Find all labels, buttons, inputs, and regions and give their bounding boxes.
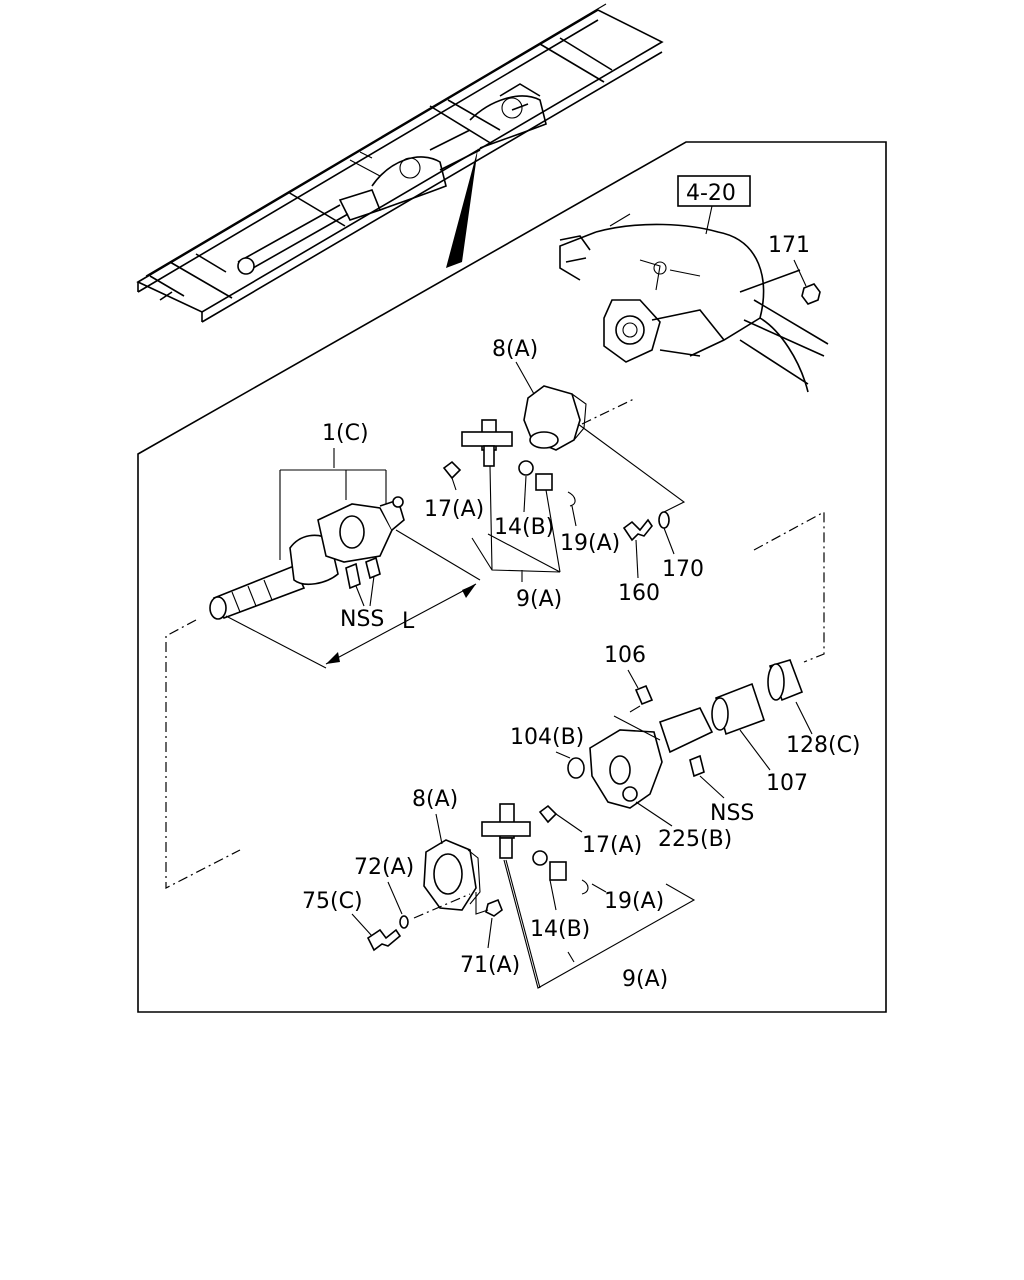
dust-cap-104b: [567, 757, 585, 779]
label-8a-bottom: 8(A): [412, 787, 458, 812]
label-ref-4-20: 4-20: [686, 181, 736, 206]
label-nss-bottom: NSS: [710, 801, 754, 826]
label-106: 106: [604, 643, 646, 668]
propeller-shaft-front: [209, 496, 405, 620]
label-107: 107: [766, 771, 808, 796]
differential-housing: [559, 213, 829, 393]
label-1c: 1(C): [322, 421, 369, 446]
label-71a: 71(A): [460, 953, 520, 978]
universal-joint-spider-upper: [442, 419, 576, 507]
label-14b-top: 14(B): [494, 515, 554, 540]
label-19a-top: 19(A): [560, 531, 620, 556]
chassis-frame-overview: [136, 3, 664, 323]
label-9a-bottom: 9(A): [622, 967, 668, 992]
label-171: 171: [768, 233, 810, 258]
label-length-l: L: [402, 609, 415, 634]
label-19a-bottom: 19(A): [604, 889, 664, 914]
label-17a-bottom: 17(A): [582, 833, 642, 858]
flange-yoke-lower: [423, 839, 481, 911]
bolt-75c: [366, 928, 402, 952]
label-225b: 225(B): [658, 827, 732, 852]
seal-cap-128c: [767, 659, 804, 702]
washer-72a: [399, 915, 409, 929]
universal-joint-spider-lower: [481, 803, 589, 895]
label-160: 160: [618, 581, 660, 606]
nut-171: [801, 283, 821, 305]
label-128c: 128(C): [786, 733, 861, 758]
label-72a: 72(A): [354, 855, 414, 880]
label-17a-top: 17(A): [424, 497, 484, 522]
slip-sleeve-107: [711, 682, 766, 736]
diagram-border: [137, 141, 887, 1013]
label-8a-top: 8(A): [492, 337, 538, 362]
label-9a-top: 9(A): [516, 587, 562, 612]
nut-71a: [485, 898, 503, 917]
label-nss-top: NSS: [340, 607, 384, 632]
label-104b: 104(B): [510, 725, 584, 750]
flange-yoke-upper: [523, 385, 587, 451]
label-14b-bottom: 14(B): [530, 917, 590, 942]
label-170: 170: [662, 557, 704, 582]
slip-yoke-tube: [589, 707, 714, 809]
washer-170: [658, 511, 670, 529]
bolt-160: [622, 518, 653, 542]
grease-fitting-106: [634, 684, 654, 706]
reference-box: [677, 175, 751, 207]
label-75c: 75(C): [302, 889, 363, 914]
